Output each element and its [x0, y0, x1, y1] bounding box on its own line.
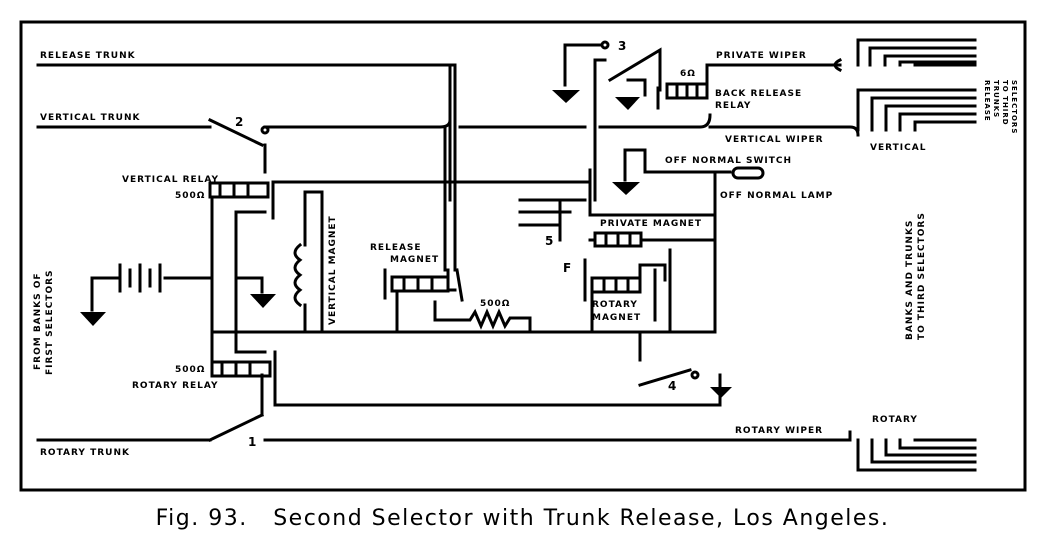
label-rotary-magnet-2: MAGNET [592, 313, 641, 323]
vertical-relay-coil [208, 181, 270, 199]
private-wiper [833, 57, 843, 73]
ground-icon [552, 90, 580, 103]
label-back-release-relay-1: BACK RELEASE [715, 89, 802, 99]
label-rr-ohms: 500Ω [175, 365, 205, 375]
back-release-relay-coil [665, 63, 842, 100]
rotary-wiper-wire [260, 373, 852, 442]
switch-4-contact [690, 370, 700, 380]
label-banks-trunks-1: BANKS AND TRUNKS [905, 220, 915, 340]
label-release-trunk: RELEASE TRUNK [40, 51, 136, 61]
ground-wire-2 [234, 276, 264, 294]
label-release-trunks-3: TO THIRD [1001, 80, 1009, 126]
label-off-normal-lamp: OFF NORMAL LAMP [720, 191, 833, 201]
label-contact-f: F [563, 261, 571, 275]
label-vertical-magnet: VERTICAL MAGNET [328, 215, 338, 325]
switch-4 [638, 330, 692, 387]
off-normal-lamp [731, 166, 765, 180]
label-from-banks-1: FROM BANKS OF [33, 272, 43, 370]
rotary-relay-armature [273, 350, 722, 407]
ground-wire-4 [626, 78, 647, 97]
switch-2 [207, 117, 265, 148]
label-from-banks-2: FIRST SELECTORS [45, 269, 55, 375]
label-switch-3: 3 [618, 39, 626, 53]
label-switch-2: 2 [235, 115, 243, 129]
ground-icon [80, 312, 106, 326]
label-vertical-wiper: VERTICAL WIPER [725, 135, 824, 145]
label-vr-ohms: 500Ω [175, 191, 205, 201]
label-vertical-bank: VERTICAL [870, 143, 926, 153]
label-resistor-ohms: 500Ω [480, 299, 510, 309]
label-release-trunks-2: TRUNKS [992, 80, 1000, 118]
label-rotary-bank: ROTARY [872, 415, 918, 425]
label-private-wiper: PRIVATE WIPER [716, 51, 807, 61]
private-bank [856, 38, 977, 67]
label-switch-1: 1 [248, 435, 256, 449]
label-switch-4: 4 [668, 379, 676, 393]
figure-caption: Fig. 93. Second Selector with Trunk Rele… [155, 506, 890, 531]
contact-springs [443, 63, 587, 272]
release-magnet-coil [383, 268, 457, 334]
label-brr-ohms: 6Ω [680, 69, 696, 79]
vertical-wiper-wire [263, 113, 860, 174]
vertical-magnet-coil [293, 190, 324, 334]
frame-border [19, 20, 1027, 492]
switch-3 [563, 43, 662, 202]
label-vertical-relay: VERTICAL RELAY [122, 175, 219, 185]
label-rotary-relay: ROTARY RELAY [132, 381, 219, 391]
label-private-magnet: PRIVATE MAGNET [600, 219, 702, 229]
label-release-trunks-4: SELECTORS [1010, 80, 1018, 134]
label-rotary-magnet-1: ROTARY [592, 300, 638, 310]
ground-icon [250, 294, 276, 308]
label-contact-5: 5 [545, 234, 553, 248]
label-vertical-trunk: VERTICAL TRUNK [40, 113, 140, 123]
ground-icon [612, 182, 640, 195]
rotary-relay-coil [210, 360, 272, 378]
label-off-normal-switch: OFF NORMAL SWITCH [665, 156, 792, 166]
ground-icon [710, 387, 732, 398]
label-release-trunks-1: RELEASE [983, 80, 991, 122]
ground-icon [615, 97, 640, 110]
label-release-magnet-2: MAGNET [390, 255, 439, 265]
rotary-magnet-coil [583, 248, 672, 334]
resistor-icon [433, 300, 532, 334]
label-back-release-relay-2: RELAY [715, 101, 751, 111]
label-rotary-wiper: ROTARY WIPER [735, 426, 823, 436]
label-banks-trunks-2: TO THIRD SELECTORS [917, 212, 927, 340]
vertical-bank [856, 88, 977, 132]
label-rotary-trunk: ROTARY TRUNK [40, 448, 130, 458]
release-trunk-wire [36, 63, 457, 272]
release-armature [455, 268, 464, 302]
label-release-magnet-1: RELEASE [370, 243, 422, 253]
rotary-bank [856, 438, 977, 472]
switch-1 [207, 412, 265, 443]
switch-3-contact [600, 40, 610, 50]
private-magnet-coil [588, 168, 717, 248]
battery-icon [90, 263, 214, 293]
